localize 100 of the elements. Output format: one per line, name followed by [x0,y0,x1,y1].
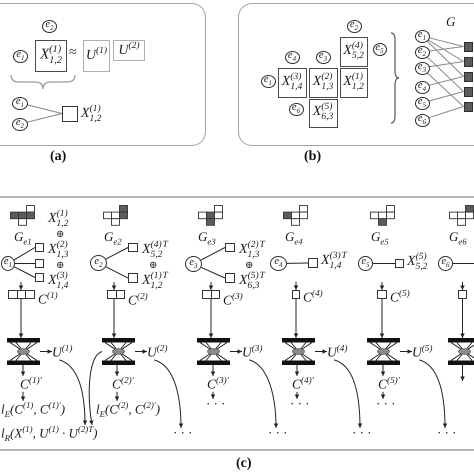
factor-label: U$^{(2)}$ [118,42,140,58]
panel-frame [238,3,474,146]
entity-label: e$_{1}$ [16,96,24,110]
connector-line [426,72,464,107]
ellipsis: · · · [290,399,310,408]
factor-label: U$^{(5)}$ [412,344,432,360]
entity-label: e$_{6}$ [441,257,450,270]
arrow [210,391,216,400]
entry-square [395,259,404,268]
entry-square [225,273,235,283]
entity-label: e$_{1}$ [16,50,25,62]
arrow [460,298,465,338]
entity-label: e$_{1}$ [4,257,12,270]
panel-caption: (a) [50,149,66,164]
arrow [400,349,412,354]
entry-square [308,258,318,268]
hourglass-network-icon [367,338,400,365]
entity-circle [316,50,330,64]
entry-square [35,273,44,282]
ellipsis: · · · [437,428,456,437]
entity-circle [1,256,15,271]
entity-label: e$_{1}$ [418,30,426,42]
subgraph-label: G$_{e2}$ [104,230,122,247]
matrix-box [35,40,67,72]
vector-label: C$^{(2)}$ [128,292,148,308]
connector-line [428,76,464,86]
reconstruction-label: C$^{(5)′}$ [378,376,400,392]
vector-box [458,290,467,299]
entity-circle [42,20,57,32]
entity-label: e$_{3}$ [318,50,328,64]
subgraph-label: G$_{e4}$ [285,230,303,247]
connector-line [27,104,62,114]
subgraph-label: G$_{e1}$ [14,230,32,247]
entry-square [35,259,44,268]
panel-caption: (b) [304,149,322,164]
entity-circle [438,256,453,271]
entity-circle [346,20,362,32]
matrix-box [308,68,338,98]
matrix-box [340,36,368,66]
ellipsis: · · · [268,428,288,437]
vector-label: C$^{(1)}$ [38,291,58,307]
connector-line [200,266,226,278]
vector-box [292,290,300,299]
entity-label: e$_{4}$ [418,80,426,94]
entity-circle [414,46,430,58]
arrow [294,391,300,400]
curved-arrow [418,359,448,428]
entry-square [35,243,44,252]
approx-sign: ≈ [69,46,77,61]
entity-label: e$_{2}$ [94,256,103,270]
arrow [294,298,298,338]
entry-square [128,243,138,252]
entity-label: e$_{2}$ [45,20,54,32]
entity-circle [284,50,300,64]
connector-line [428,106,464,118]
entity-label: e$_{1}$ [264,74,272,88]
direct-sum-sign: ⊕ [245,261,254,272]
reconstruction-label: C$^{(2)′}$ [112,376,134,392]
arrow [112,298,116,338]
factor-label: U$^{(1)}$ [52,344,72,360]
matrix-box [308,98,338,128]
factor-label: U$^{(2)}$ [147,344,168,360]
entry-square [128,273,138,283]
vector-label: C$^{(4)}$ [303,289,323,305]
factor-box [113,40,145,60]
panel-caption: (c) [236,456,252,472]
arrow [380,298,384,338]
matrix-box [278,68,306,98]
reconstruction-label: C$^{(1)′}$ [20,376,42,392]
panel-frame [0,3,206,146]
ellipsis: · · · [352,428,372,437]
connector-line [428,61,464,68]
vector-label: C$^{(5)}$ [390,289,410,305]
factor-label: U$^{(1)}$ [86,47,108,64]
entity-label: e$_{5}$ [361,257,370,270]
arrow [230,349,242,354]
vector-box [8,290,35,299]
entry-square [464,72,472,82]
arrow [208,298,214,338]
connector-line [426,40,464,77]
connector-line [14,263,36,264]
arrow [112,282,116,290]
ellipsis: · · · [173,428,192,437]
arrow [380,282,384,290]
curved-arrow [334,359,362,428]
arrow [20,364,26,376]
loss-formula: l$_{E}$(C$^{(2)}$, C$^{(2)′}$) [96,401,160,420]
arrow [460,282,465,290]
curved-arrow [248,359,278,428]
vector-box [202,290,220,299]
arrow [380,364,386,376]
arrow [18,282,24,290]
entry-square [62,106,78,122]
connector-line [428,46,464,52]
entity-circle [414,30,430,42]
connector-line [200,247,226,261]
connector-line [452,263,474,264]
entity-circle [12,96,28,110]
subgraph-label: G$_{e6}$ [449,230,467,247]
entity-circle [12,118,28,130]
